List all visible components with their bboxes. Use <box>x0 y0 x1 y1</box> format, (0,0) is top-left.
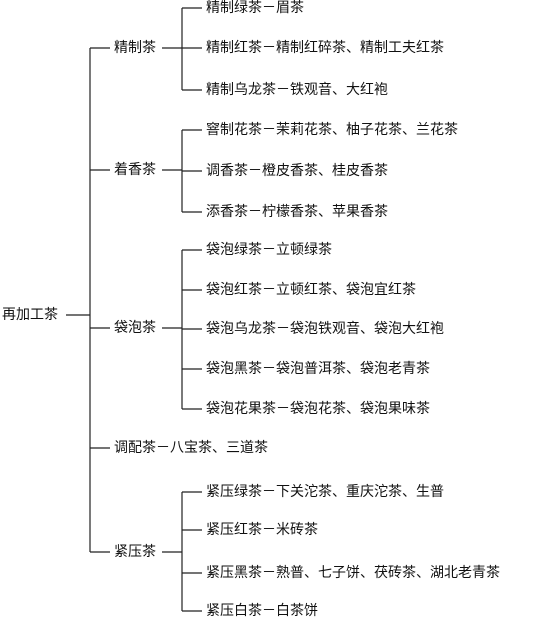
item-jingzhi-lvcha: 精制绿茶－眉茶 <box>206 0 304 16</box>
category-label-daipao: 袋泡茶 <box>114 320 156 336</box>
item-jinya-hongcha: 紧压红茶－米砖茶 <box>206 522 318 538</box>
root-label: 再加工茶 <box>2 307 58 323</box>
item-daipao-hongcha: 袋泡红茶－立顿红茶、袋泡宜红茶 <box>206 282 416 298</box>
category-label-jingzhi: 精制茶 <box>114 40 156 56</box>
item-jinya-baicha: 紧压白茶－白茶饼 <box>206 603 318 619</box>
item-daipao-huaguo: 袋泡花果茶－袋泡花茶、袋泡果味茶 <box>206 401 430 417</box>
tree-connectors <box>66 7 202 612</box>
item-jinya-lvcha: 紧压绿茶－下关沱茶、重庆沱茶、生普 <box>206 483 444 500</box>
item-jingzhi-hongcha: 精制红茶－精制红碎茶、精制工夫红茶 <box>206 40 444 56</box>
item-yinzhi-huacha: 窨制花茶－茉莉花茶、柚子花茶、兰花茶 <box>206 121 458 138</box>
item-daipao-lvcha: 袋泡绿茶－立顿绿茶 <box>206 242 332 258</box>
item-daipao-wulong: 袋泡乌龙茶－袋泡铁观音、袋泡大红袍 <box>206 320 444 337</box>
item-tianxiang: 添香茶－柠檬香茶、苹果香茶 <box>206 204 388 220</box>
item-daipao-heicha: 袋泡黑茶－袋泡普洱茶、袋泡老青茶 <box>206 361 430 377</box>
category-label-tiaopei: 调配茶－八宝茶、三道茶 <box>114 440 268 456</box>
item-jinya-heicha: 紧压黑茶－熟普、七子饼、茯砖茶、湖北老青茶 <box>206 565 500 581</box>
category-label-jinya: 紧压茶 <box>114 544 156 560</box>
category-label-zhaoxiang: 着香茶 <box>114 162 156 178</box>
item-jingzhi-wulong: 精制乌龙茶－铁观音、大红袍 <box>206 81 388 98</box>
item-tiaoxiang: 调香茶－橙皮香茶、桂皮香茶 <box>206 163 388 179</box>
